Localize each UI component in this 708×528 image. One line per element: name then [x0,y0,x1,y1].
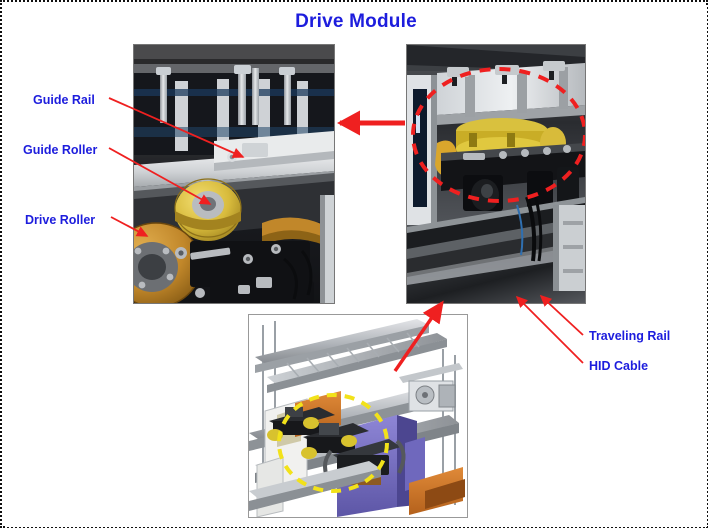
label-traveling-rail: Traveling Rail [589,329,671,343]
label-guide-roller: Guide Roller [23,143,98,157]
drive-module-installed-photo [406,44,586,304]
arrow-hid-cable [515,295,584,364]
label-guide-rail: Guide Rail [33,93,95,107]
label-drive-roller: Drive Roller [25,213,96,227]
drive-module-closeup-photo [133,44,335,304]
overhead-transport-cad-view [248,314,468,518]
page-title: Drive Module [295,11,417,32]
slide-canvas: Drive Module [5,5,707,527]
label-hid-cable: HID Cable [589,359,649,373]
